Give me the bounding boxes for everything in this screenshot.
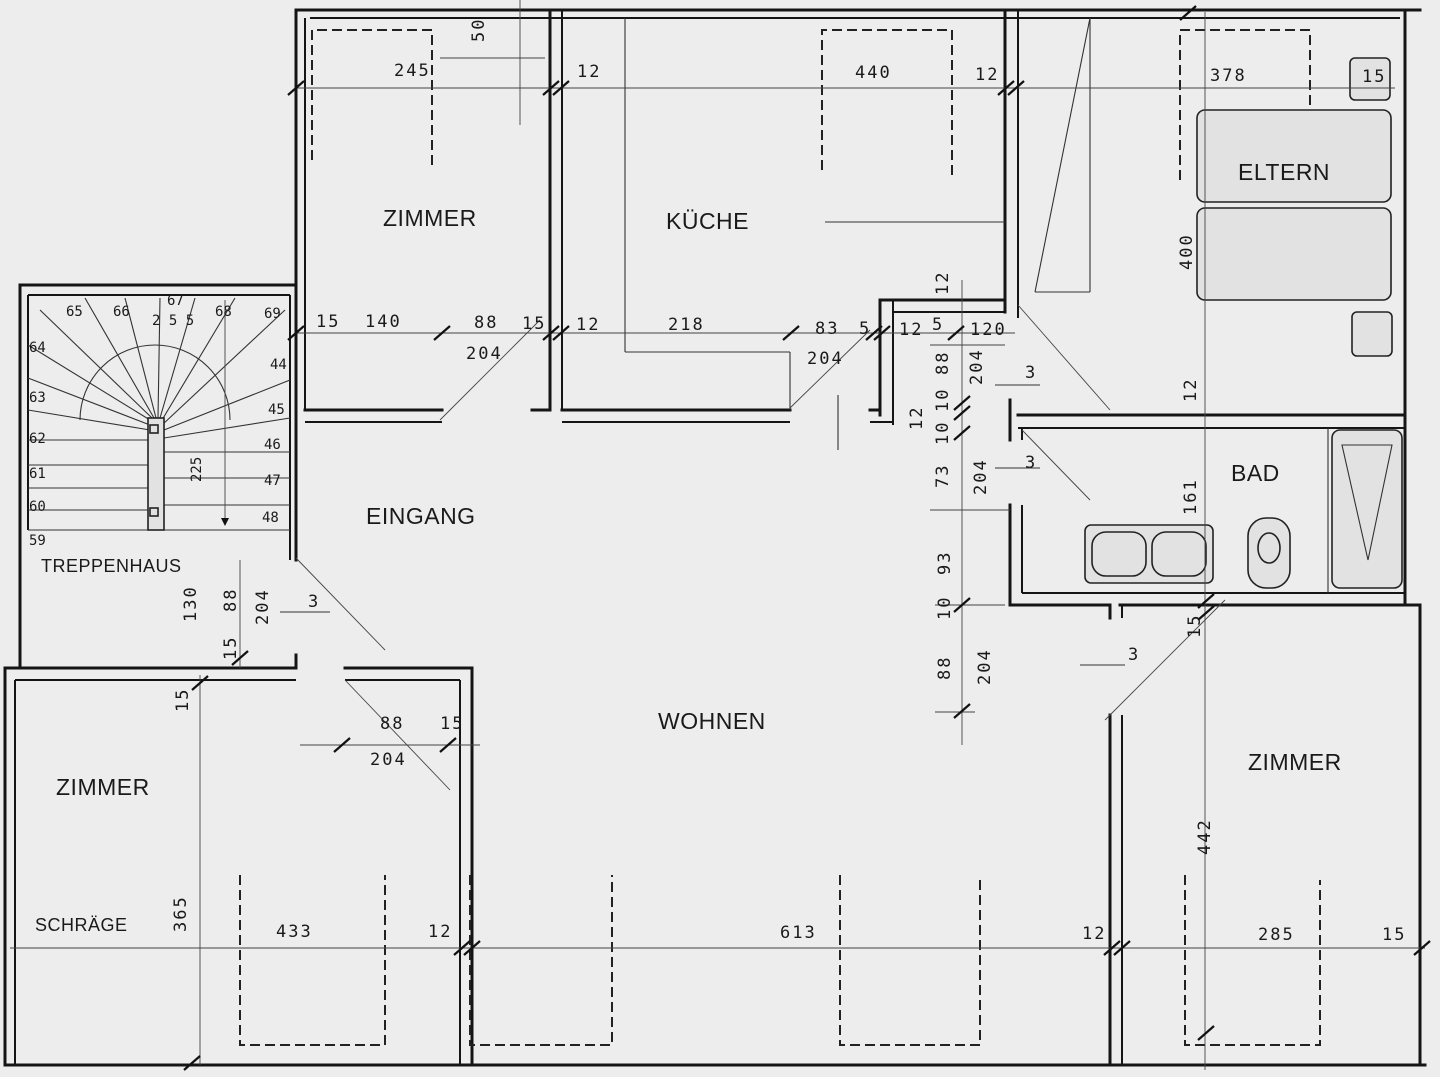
dim-label: 12 bbox=[1181, 378, 1201, 402]
stair-step-number: 68 bbox=[215, 304, 232, 320]
stair-step-number: 64 bbox=[29, 340, 46, 356]
room-label-zimmer-nw: ZIMMER bbox=[383, 205, 477, 231]
stair-step-number: 2 5 5 bbox=[152, 313, 194, 329]
stair-step-number: 69 bbox=[264, 306, 281, 322]
dim-label: 10 bbox=[935, 596, 955, 620]
dim-label: 12 bbox=[899, 320, 923, 340]
dim-label: 15 bbox=[1185, 614, 1205, 638]
room-label-zimmer-se: ZIMMER bbox=[1248, 749, 1342, 775]
dim-label: 204 bbox=[971, 458, 991, 495]
dim-label: 120 bbox=[970, 320, 1007, 340]
room-label-kueche: KÜCHE bbox=[666, 208, 749, 234]
dim-label: 204 bbox=[466, 344, 503, 364]
dim-label: 88 bbox=[221, 588, 241, 612]
dim-label: 12 bbox=[1082, 924, 1106, 944]
dim-label: 140 bbox=[365, 312, 402, 332]
dimension-lines bbox=[10, 0, 1425, 1070]
dim-label: 365 bbox=[171, 895, 191, 932]
dim-label: 204 bbox=[253, 588, 273, 625]
dim-label: 204 bbox=[967, 348, 987, 385]
dim-label: 218 bbox=[668, 315, 705, 335]
staircase bbox=[27, 297, 291, 531]
dim-label: 3 bbox=[1025, 453, 1037, 473]
stair-step-number: 67 bbox=[167, 293, 184, 309]
stair-step-number: 59 bbox=[29, 533, 46, 549]
dim-label: 285 bbox=[1258, 925, 1295, 945]
dim-label: 83 bbox=[815, 319, 839, 339]
stair-step-numbers: 65 66 2 5 5 67 68 69 64 63 62 61 60 59 4… bbox=[29, 293, 287, 549]
stair-step-number: 46 bbox=[264, 437, 281, 453]
room-label-zimmer-sw: ZIMMER bbox=[56, 774, 150, 800]
dim-label: 88 bbox=[933, 351, 953, 375]
stair-step-number: 48 bbox=[262, 510, 279, 526]
dim-label: 15 bbox=[221, 636, 241, 660]
dim-label: 73 bbox=[933, 464, 953, 488]
dim-label: 12 bbox=[577, 62, 601, 82]
stair-step-number: 225 bbox=[189, 457, 205, 482]
dim-label: 15 bbox=[1362, 67, 1386, 87]
dim-label: 204 bbox=[975, 648, 995, 685]
threshold-hatches bbox=[280, 384, 1125, 666]
room-label-treppenhaus: TREPPENHAUS bbox=[41, 556, 182, 576]
dimension-ticks bbox=[183, 5, 1431, 1071]
stair-step-number: 62 bbox=[29, 431, 46, 447]
dim-label: 10 bbox=[933, 388, 953, 412]
dim-label: 15 bbox=[316, 312, 340, 332]
dim-label: 613 bbox=[780, 923, 817, 943]
stair-step-number: 47 bbox=[264, 473, 281, 489]
dim-label: 3 bbox=[1025, 363, 1037, 383]
dim-label: 440 bbox=[855, 63, 892, 83]
dim-label: 15 bbox=[1382, 925, 1406, 945]
stair-step-number: 45 bbox=[268, 402, 285, 418]
room-label-eingang: EINGANG bbox=[366, 503, 476, 529]
fixtures bbox=[624, 17, 1403, 593]
dim-label: 3 bbox=[308, 592, 320, 612]
stair-step-number: 66 bbox=[113, 304, 130, 320]
dim-label: 3 bbox=[1128, 645, 1140, 665]
dim-label: 204 bbox=[370, 750, 407, 770]
stair-step-number: 60 bbox=[29, 499, 46, 515]
dim-label: 5 bbox=[859, 319, 871, 339]
dim-label: 50 bbox=[469, 18, 489, 42]
bed-lower bbox=[1196, 207, 1392, 301]
room-labels: ZIMMER KÜCHE ELTERN BAD EINGANG TREPPENH… bbox=[35, 159, 1342, 935]
stair-step-number: 44 bbox=[270, 357, 287, 373]
room-label-eltern: ELTERN bbox=[1238, 159, 1330, 185]
room-label-wohnen: WOHNEN bbox=[658, 708, 766, 734]
stair-step-number: 61 bbox=[29, 466, 46, 482]
dim-label: 88 bbox=[935, 656, 955, 680]
stair-step-number: 63 bbox=[29, 390, 46, 406]
dim-label: 10 bbox=[933, 421, 953, 445]
dim-label: 245 bbox=[394, 61, 431, 81]
dim-label: 378 bbox=[1210, 66, 1247, 86]
dim-label: 204 bbox=[807, 349, 844, 369]
dim-label: 161 bbox=[1181, 478, 1201, 515]
dim-label: 15 bbox=[173, 688, 193, 712]
walls bbox=[3, 8, 1427, 1067]
stair-step-number: 65 bbox=[66, 304, 83, 320]
dim-label: 12 bbox=[933, 271, 953, 295]
dim-label: 88 bbox=[474, 313, 498, 333]
room-label-schraege: SCHRÄGE bbox=[35, 915, 128, 935]
dim-label: 93 bbox=[935, 551, 955, 575]
dim-label: 5 bbox=[932, 315, 944, 335]
dim-label: 88 bbox=[380, 714, 404, 734]
bed-upper bbox=[1196, 109, 1392, 203]
dim-label: 400 bbox=[1177, 233, 1197, 270]
room-label-bad: BAD bbox=[1231, 460, 1280, 486]
dim-label: 433 bbox=[276, 922, 313, 942]
dimension-labels: 245 50 12 440 12 378 15 400 15 140 88 15… bbox=[171, 18, 1406, 945]
dim-label: 130 bbox=[181, 585, 201, 622]
dim-label: 442 bbox=[1195, 818, 1215, 855]
skylights bbox=[239, 29, 1321, 1046]
bathtub bbox=[1331, 429, 1403, 589]
dim-label: 15 bbox=[440, 714, 464, 734]
dim-label: 12 bbox=[907, 406, 927, 430]
dim-label: 12 bbox=[428, 922, 452, 942]
dim-label: 12 bbox=[975, 65, 999, 85]
dim-label: 15 bbox=[522, 314, 546, 334]
dim-label: 12 bbox=[576, 315, 600, 335]
